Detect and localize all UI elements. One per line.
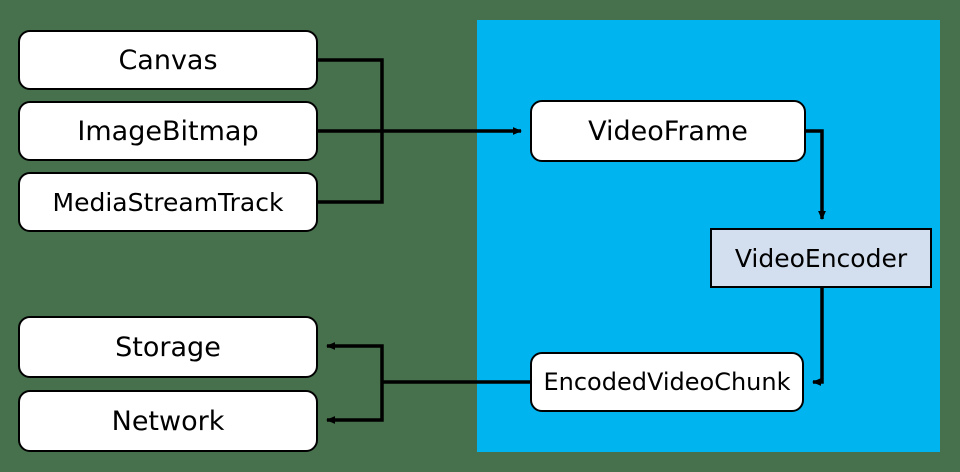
edge-encodedvideochunk-to-storage [326, 342, 384, 382]
node-media-stream-track-label: MediaStreamTrack [52, 187, 284, 217]
node-storage[interactable]: Storage [18, 316, 318, 378]
node-video-encoder-label: VideoEncoder [734, 243, 908, 273]
node-video-encoder[interactable]: VideoEncoder [710, 228, 932, 288]
node-canvas-label: Canvas [118, 44, 218, 76]
node-media-stream-track[interactable]: MediaStreamTrack [18, 172, 318, 232]
edge-encodedvideochunk-to-network [326, 382, 384, 424]
node-network-label: Network [111, 405, 225, 437]
node-video-frame[interactable]: VideoFrame [530, 100, 806, 162]
edge-mediastreamtrack-to-videoframe [318, 131, 384, 204]
node-canvas[interactable]: Canvas [18, 30, 318, 90]
node-storage-label: Storage [115, 331, 221, 363]
edge-canvas-to-videoframe [318, 58, 384, 131]
node-encoded-video-chunk[interactable]: EncodedVideoChunk [530, 352, 804, 412]
node-encoded-video-chunk-label: EncodedVideoChunk [543, 368, 791, 396]
node-video-frame-label: VideoFrame [588, 115, 748, 147]
node-image-bitmap[interactable]: ImageBitmap [18, 101, 318, 161]
node-network[interactable]: Network [18, 390, 318, 452]
node-image-bitmap-label: ImageBitmap [77, 115, 259, 147]
